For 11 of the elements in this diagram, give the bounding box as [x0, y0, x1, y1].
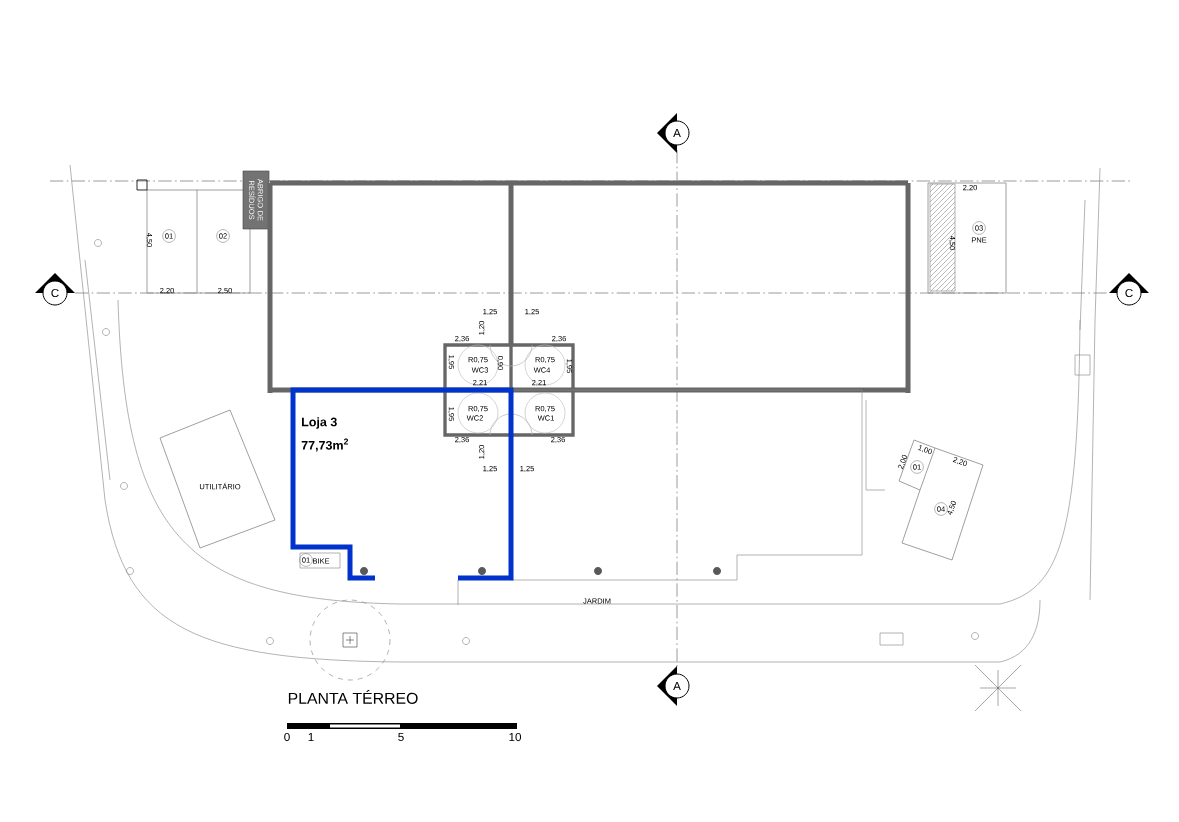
section-label: C	[1125, 288, 1133, 298]
scale-number: 10	[509, 732, 522, 742]
scale-number: 5	[398, 732, 404, 742]
drawing-title: PLANTA TÉRREO	[288, 690, 418, 704]
section-label: A	[673, 682, 681, 690]
section-label: A	[673, 129, 681, 137]
room-label: Loja 3	[302, 417, 337, 429]
scale-number: 1	[308, 733, 314, 741]
area-label: 77,73m$^{2}$	[301, 438, 349, 452]
section-label: C	[51, 288, 59, 298]
scale-number: 0	[284, 732, 290, 742]
